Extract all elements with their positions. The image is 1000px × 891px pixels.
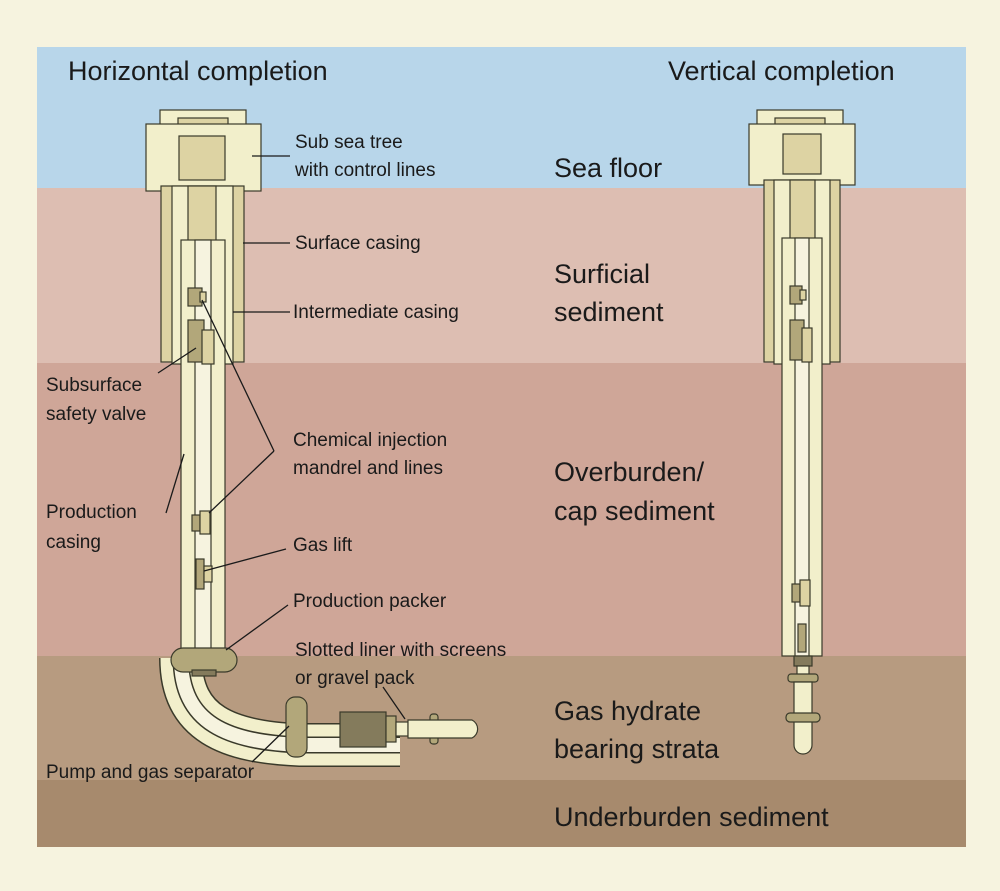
vertical-well (748, 109, 856, 755)
horizontal-well (145, 109, 479, 767)
gas-lift-valve-lower-side (203, 565, 213, 583)
upper-hanger (187, 185, 217, 243)
vertical-liner-collar (787, 673, 819, 683)
overburden-layer (37, 363, 966, 656)
chemical-injection-mandrel-side (199, 291, 207, 303)
gas-lift-valve-upper (191, 514, 201, 532)
vertical-subsea-tree-block (782, 133, 822, 175)
surficial-sediment-label-line1: Surficial (554, 259, 650, 289)
subsea-tree-label-line2: with control lines (294, 160, 435, 181)
vertical-safety-valve-body (801, 327, 813, 363)
slotted-liner-label-line1: Slotted liner with screens (295, 640, 506, 661)
vertical-upper-hanger (789, 179, 816, 241)
liner-tail (407, 719, 479, 739)
production-packer-label: Production packer (293, 591, 447, 612)
slotted-liner-cap (385, 715, 397, 743)
vertical-completion-title: Vertical completion (668, 56, 895, 86)
subsea-tree-label-line1: Sub sea tree (295, 132, 403, 153)
pump-gas-separator-label: Pump and gas separator (46, 762, 255, 783)
subsurface-safety-valve-label-line2: safety valve (46, 404, 146, 425)
sea-floor-label: Sea floor (554, 153, 662, 183)
vertical-gas-lift-valve-upper-side (799, 579, 811, 607)
subsurface-safety-valve-label-line1: Subsurface (46, 375, 142, 396)
overburden-label-line1: Overburden/ (554, 457, 705, 487)
intermediate-casing-label: Intermediate casing (293, 302, 459, 323)
horizontal-completion-title: Horizontal completion (68, 56, 328, 86)
hydrate-strata-label-line1: Gas hydrate (554, 696, 701, 726)
chemical-injection-label-line1: Chemical injection (293, 430, 447, 451)
pump-gas-separator (285, 696, 308, 758)
production-casing-label-line1: Production (46, 502, 137, 523)
gas-lift-valve-upper-side (199, 510, 211, 535)
vertical-chemical-injection-mandrel-side (799, 289, 807, 301)
underburden-layer (37, 780, 966, 847)
vertical-gas-lift-valve-upper (791, 583, 801, 603)
slotted-liner-stem (395, 721, 409, 737)
subsea-tree-block (178, 135, 226, 181)
overburden-label-line2: cap sediment (554, 496, 715, 526)
vertical-gravel-pack-ring (785, 712, 821, 723)
slotted-liner-body (339, 711, 387, 748)
production-packer (170, 647, 238, 673)
gas-lift-label: Gas lift (293, 535, 353, 556)
underburden-label: Underburden sediment (554, 802, 829, 832)
hydrate-strata-label-line2: bearing strata (554, 734, 720, 764)
production-packer-plate (191, 669, 217, 677)
chemical-injection-label-line2: mandrel and lines (293, 458, 443, 479)
gas-lift-valve-lower (195, 558, 205, 590)
production-casing-label-line2: casing (46, 532, 101, 553)
slotted-liner-label-line2: or gravel pack (295, 668, 415, 689)
leader-lines (157, 155, 406, 763)
surface-casing-label: Surface casing (295, 233, 421, 254)
vertical-gas-lift-valve-lower (797, 623, 807, 653)
surficial-sediment-label-line2: sediment (554, 297, 664, 327)
subsurface-safety-valve-body (201, 329, 215, 365)
vertical-packer-plate (793, 655, 813, 667)
